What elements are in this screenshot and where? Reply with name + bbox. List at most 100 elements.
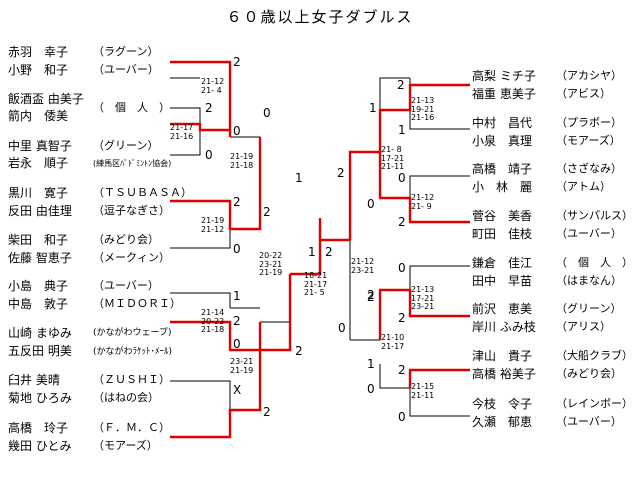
club-name: （ 個 人 ） <box>556 256 633 269</box>
set-scores: 21-12 23-21 <box>351 257 375 275</box>
set-scores: 23-21 21-19 <box>230 357 254 375</box>
round-score: 2 <box>295 344 303 358</box>
player-name: 鎌倉 佳江 <box>472 256 533 270</box>
club-name: （ＺＵＳＨＩ） <box>93 373 170 386</box>
round-score: 0 <box>367 197 375 211</box>
player-name: 高橋 靖子 <box>472 162 533 176</box>
club-name: （大船クラブ） <box>556 349 633 362</box>
round-score: 2 <box>398 363 406 377</box>
player-name: 山崎 まゆみ <box>8 326 72 340</box>
club-name: (練馬区ﾊﾞﾄﾞﾐﾝﾄﾝ協会) <box>93 159 172 168</box>
club-name: （グリーン） <box>556 302 622 315</box>
round-score: 2 <box>263 405 271 419</box>
player-name: 佐藤 智恵子 <box>8 251 72 265</box>
player-name: 福重 恵美子 <box>472 87 536 101</box>
round-score: 0 <box>398 171 406 185</box>
club-name: (かながわﾗｹｯﾄ･ﾒｰﾙ) <box>93 347 173 357</box>
player-name: 柴田 和子 <box>8 233 69 247</box>
player-name: 黒川 寛子 <box>8 186 69 200</box>
player-name: 中島 敦子 <box>8 297 69 311</box>
set-scores: 21-19 21-18 <box>230 152 254 170</box>
player-name: 幾田 ひとみ <box>8 439 72 453</box>
club-name: （アリス） <box>556 320 611 333</box>
set-scores: 21-19 21-12 <box>201 216 225 234</box>
club-name: （メークィン） <box>93 251 170 264</box>
player-name: 五反田 明美 <box>8 344 72 358</box>
round-score: 1 <box>367 357 375 371</box>
round-score: 0 <box>338 321 346 335</box>
player-name: 菊地 ひろみ <box>8 391 72 405</box>
club-name: （ユーバー） <box>93 279 159 292</box>
player-name: 臼井 美晴 <box>8 373 60 387</box>
set-scores: 21-12 21- 4 <box>201 77 225 95</box>
club-name: （さざなみ） <box>556 162 622 175</box>
round-score: 0 <box>233 124 241 138</box>
round-score: 2 <box>337 166 345 180</box>
round-score: 0 <box>233 337 241 351</box>
club-name: （逗子なぎさ） <box>93 204 170 217</box>
set-scores: 21-15 21-11 <box>411 382 435 400</box>
round-score: 2 <box>398 311 406 325</box>
club-name: （プラボー） <box>556 116 622 129</box>
round-score: 2 <box>233 314 241 328</box>
round-score: 2 <box>397 78 405 92</box>
player-name: 高橋 裕美子 <box>472 367 536 381</box>
player-name: 赤羽 幸子 <box>8 45 69 59</box>
club-name: （アビス） <box>556 87 611 100</box>
round-score: 2 <box>367 288 375 302</box>
club-name: （みどり会） <box>93 233 159 246</box>
round-score: 0 <box>233 242 241 256</box>
round-score: 0 <box>263 106 271 120</box>
player-name: 反田 由佳理 <box>8 204 72 218</box>
player-name: 小野 和子 <box>8 63 69 77</box>
round-score: 1 <box>295 171 303 185</box>
set-scores: 18-21 21-17 21- 5 <box>304 271 328 297</box>
club-name: （ＴＳＵＢＡＳＡ） <box>93 186 192 199</box>
round-score: 1 <box>233 289 241 303</box>
player-name: 中里 真智子 <box>8 139 72 153</box>
player-name: 前沢 恵美 <box>472 302 533 316</box>
player-name: 岩永 順子 <box>8 156 69 170</box>
club-name: （モアーズ） <box>556 134 621 147</box>
club-name: （アトム） <box>556 180 611 193</box>
club-name: （ユーバー） <box>556 227 622 240</box>
club-name: (かながわウェーブ) <box>93 328 172 338</box>
round-score: 0 <box>398 410 406 424</box>
club-name: （サンパルス） <box>556 209 633 222</box>
set-scores: 21-17 21-16 <box>170 123 194 141</box>
player-name: 菅谷 美香 <box>472 209 533 223</box>
club-name: （みどり会） <box>556 367 622 380</box>
round-score: 0 <box>367 382 375 396</box>
player-name: 今枝 令子 <box>472 397 533 411</box>
round-score: 0 <box>398 261 406 275</box>
club-name: （はねの会） <box>93 391 159 404</box>
round-score: 2 <box>233 55 241 69</box>
set-scores: 21-12 21- 9 <box>411 193 435 211</box>
set-scores: 21- 8 17-21 21-11 <box>381 145 405 171</box>
club-name: （レインボー） <box>556 397 633 410</box>
set-scores: 21-10 21-17 <box>381 333 405 351</box>
page-title: ６０歳以上女子ダブルス <box>226 8 414 26</box>
club-name: （ 個 人 ） <box>93 101 170 114</box>
club-name: （ユーバー） <box>93 63 159 76</box>
round-score: 1 <box>369 101 377 115</box>
club-name: （ラグーン） <box>93 45 159 58</box>
round-score: 2 <box>263 205 271 219</box>
club-name: （アカシヤ） <box>556 69 622 82</box>
player-name: 高橋 玲子 <box>8 421 69 435</box>
player-name: 箭内 倭美 <box>8 109 69 123</box>
player-name: 小泉 真理 <box>472 134 533 148</box>
round-score: X <box>233 383 242 397</box>
set-scores: 21-13 17-21 23-21 <box>411 285 435 311</box>
club-name: （Ｆ．Ｍ．Ｃ） <box>93 421 170 434</box>
player-name: 津山 貴子 <box>472 349 533 363</box>
club-name: （グリーン） <box>93 139 159 152</box>
club-name: （モアーズ） <box>93 439 158 452</box>
set-scores: 21-14 20-22 21-18 <box>201 308 225 334</box>
round-score: 2 <box>398 215 406 229</box>
player-name: 岸川 ふみ枝 <box>472 320 536 334</box>
player-name: 小島 典子 <box>8 279 69 293</box>
set-scores: 20-22 23-21 21-19 <box>259 251 283 277</box>
round-score: 2 <box>367 290 375 304</box>
